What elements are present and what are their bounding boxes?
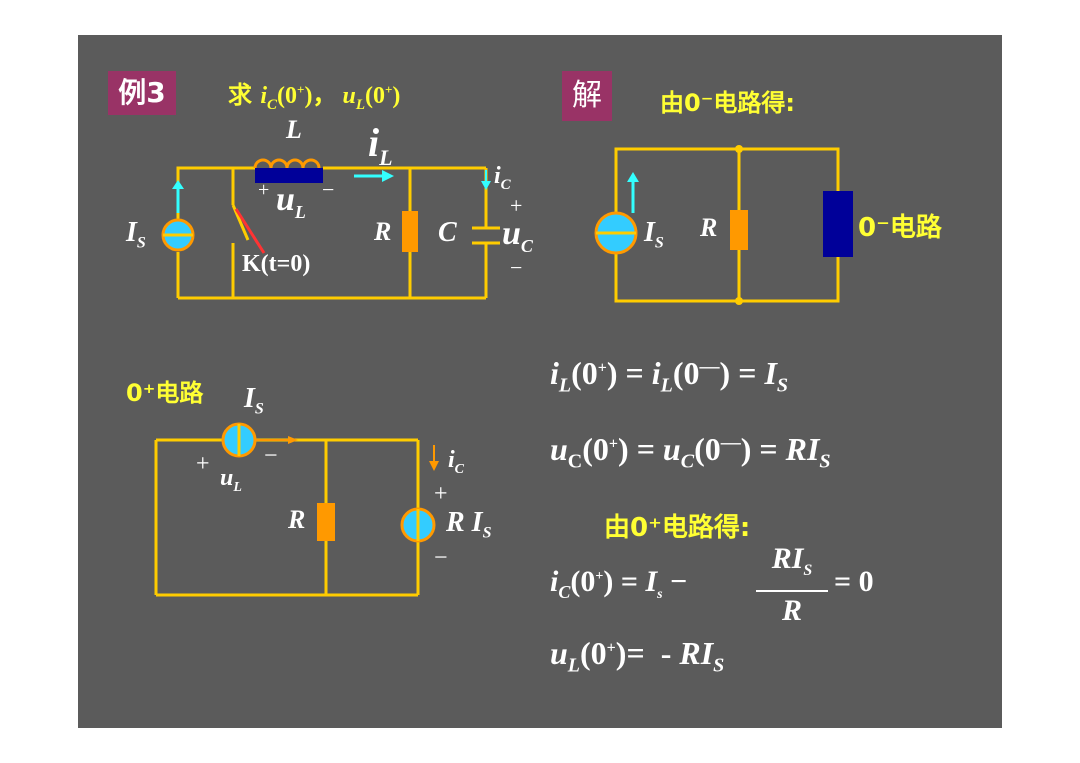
from-0plus-heading: 由0⁺电路得:	[604, 513, 751, 543]
label-uL3-plus: +	[196, 451, 210, 477]
label-C: C	[438, 217, 457, 248]
equation-3-fraction: RIS R	[756, 540, 828, 630]
label-uL3-minus: −	[264, 443, 278, 469]
slide: 例3 解 求 iC(0+)， uL(0+) 由0⁻电路得:	[78, 35, 1002, 728]
label-uL-plus: +	[258, 179, 270, 201]
example-badge: 例3	[108, 71, 176, 115]
current-source-2	[594, 211, 638, 255]
label-src-plus: +	[434, 481, 448, 507]
equation-2: uC(0+) = uC(0—) = RIS	[550, 431, 831, 473]
voltage-source-3	[400, 507, 436, 543]
label-iC: iC	[494, 163, 511, 193]
label-uL: uL	[276, 181, 306, 222]
label-IS-3: IS	[244, 383, 264, 418]
label-RIs: R IS	[446, 507, 492, 542]
label-src-minus: −	[434, 545, 448, 571]
equation-3: iC(0+) = Is −	[550, 565, 688, 602]
label-uC-minus: −	[510, 255, 523, 280]
label-0minus-circuit: 0⁻电路	[858, 213, 942, 243]
current-source-1	[161, 218, 195, 252]
zero-minus-box	[823, 191, 853, 257]
circuit-1	[154, 145, 853, 597]
label-switch: K(t=0)	[242, 251, 311, 277]
solution-badge: 解	[562, 71, 612, 121]
label-IS: IS	[126, 217, 146, 252]
label-uL-minus: −	[322, 177, 335, 202]
inductor-coil	[253, 158, 321, 169]
label-uL3: uL	[220, 465, 242, 495]
equation-4: uL(0+)= - RIS	[550, 635, 725, 677]
current-source-3	[221, 422, 257, 458]
equation-3-result: = 0	[834, 565, 874, 598]
label-R1: R	[374, 217, 392, 246]
label-R2: R	[700, 213, 718, 242]
label-L: L	[286, 115, 302, 144]
label-iL: iL	[368, 120, 393, 170]
label-0plus-circuit: 0⁺电路	[126, 379, 204, 407]
question: 求 iC(0+)， uL(0+)	[228, 81, 401, 113]
resistor-3	[317, 503, 335, 541]
label-uC: uC	[502, 215, 533, 256]
label-iC3: iC	[448, 447, 465, 477]
resistor-2	[730, 210, 748, 250]
label-IS-2: IS	[644, 217, 664, 252]
label-uC-plus: +	[510, 193, 523, 218]
equation-1: iL(0+) = iL(0—) = IS	[550, 355, 789, 397]
from-0minus-heading: 由0⁻电路得:	[660, 89, 795, 117]
resistor-1	[402, 211, 418, 252]
label-R3: R	[288, 505, 306, 534]
